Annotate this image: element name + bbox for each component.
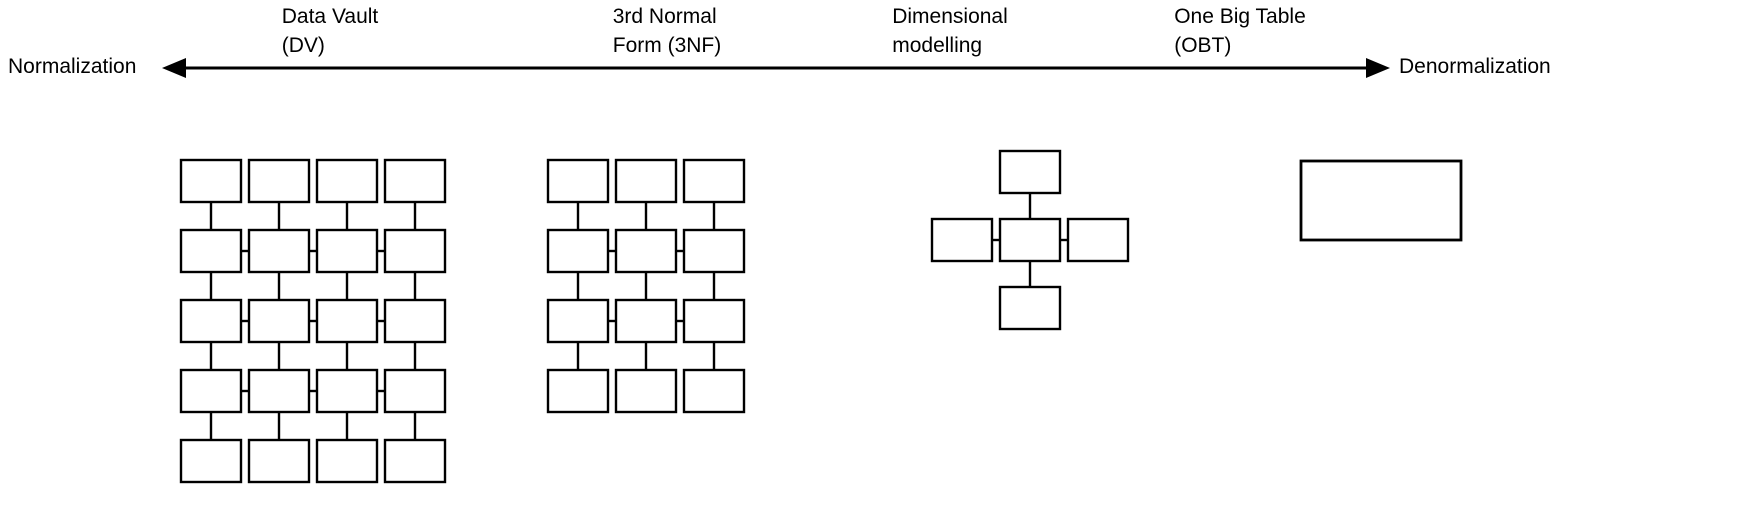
data-vault-table-node xyxy=(179,228,243,274)
third-normal-form-table-node xyxy=(546,298,610,344)
stage-label-one-big-table: One Big Table (OBT) xyxy=(1174,2,1306,60)
data-vault-table-node xyxy=(315,228,379,274)
third-normal-form-table-node xyxy=(614,368,678,414)
stage-label-line2: modelling xyxy=(892,34,983,57)
one-big-table-table-node xyxy=(1299,159,1463,242)
data-vault-table-node xyxy=(247,368,311,414)
stage-label-line1: One Big Table xyxy=(1174,5,1306,28)
third-normal-form-table-node xyxy=(682,228,746,274)
data-vault-table-node xyxy=(247,228,311,274)
third-normal-form-table-node xyxy=(682,298,746,344)
stage-label-line2: Form (3NF) xyxy=(612,34,722,57)
third-normal-form-table-node xyxy=(546,228,610,274)
stage-label-line1: Data Vault xyxy=(281,5,379,28)
stage-label-line1: 3rd Normal xyxy=(612,5,717,28)
third-normal-form-table-node xyxy=(614,158,678,204)
data-vault-table-node xyxy=(383,438,447,484)
data-vault-table-node xyxy=(383,298,447,344)
normalization-spectrum-arrow xyxy=(162,58,1390,78)
data-vault-table-node xyxy=(179,158,243,204)
third-normal-form-table-node xyxy=(614,228,678,274)
data-vault-table-node xyxy=(315,368,379,414)
data-vault-table-node xyxy=(247,158,311,204)
data-vault-table-node xyxy=(383,368,447,414)
data-vault-table-node xyxy=(383,158,447,204)
data-vault-table-node xyxy=(383,228,447,274)
normalization-label: Normalization xyxy=(8,55,137,78)
data-vault-table-node xyxy=(179,298,243,344)
stage-label-line1: Dimensional xyxy=(892,5,1008,28)
dimensional-modelling-fact-node xyxy=(998,217,1062,263)
dimensional-modelling-dimension-node xyxy=(930,217,994,263)
third-normal-form-table-node xyxy=(614,298,678,344)
data-vault-table-node xyxy=(247,438,311,484)
data-vault-table-node xyxy=(315,438,379,484)
dimensional-modelling-dimension-node xyxy=(998,149,1062,195)
data-vault-table-node xyxy=(179,438,243,484)
stage-label-line2: (OBT) xyxy=(1174,34,1232,57)
data-vault-table-node xyxy=(315,298,379,344)
denormalization-label: Denormalization xyxy=(1399,55,1551,78)
third-normal-form-table-node xyxy=(682,368,746,414)
third-normal-form-table-node xyxy=(546,158,610,204)
stage-label-line2: (DV) xyxy=(281,34,325,57)
third-normal-form-table-node xyxy=(682,158,746,204)
stage-label-dimensional-modelling: Dimensional modelling xyxy=(892,2,1008,60)
stage-label-third-normal-form: 3rd Normal Form (3NF) xyxy=(613,2,722,60)
stage-label-data-vault: Data Vault (DV) xyxy=(282,2,379,60)
dimensional-modelling-dimension-node xyxy=(998,285,1062,331)
third-normal-form-table-node xyxy=(546,368,610,414)
data-vault-table-node xyxy=(247,298,311,344)
data-vault-table-node xyxy=(315,158,379,204)
dimensional-modelling-dimension-node xyxy=(1066,217,1130,263)
data-vault-table-node xyxy=(179,368,243,414)
